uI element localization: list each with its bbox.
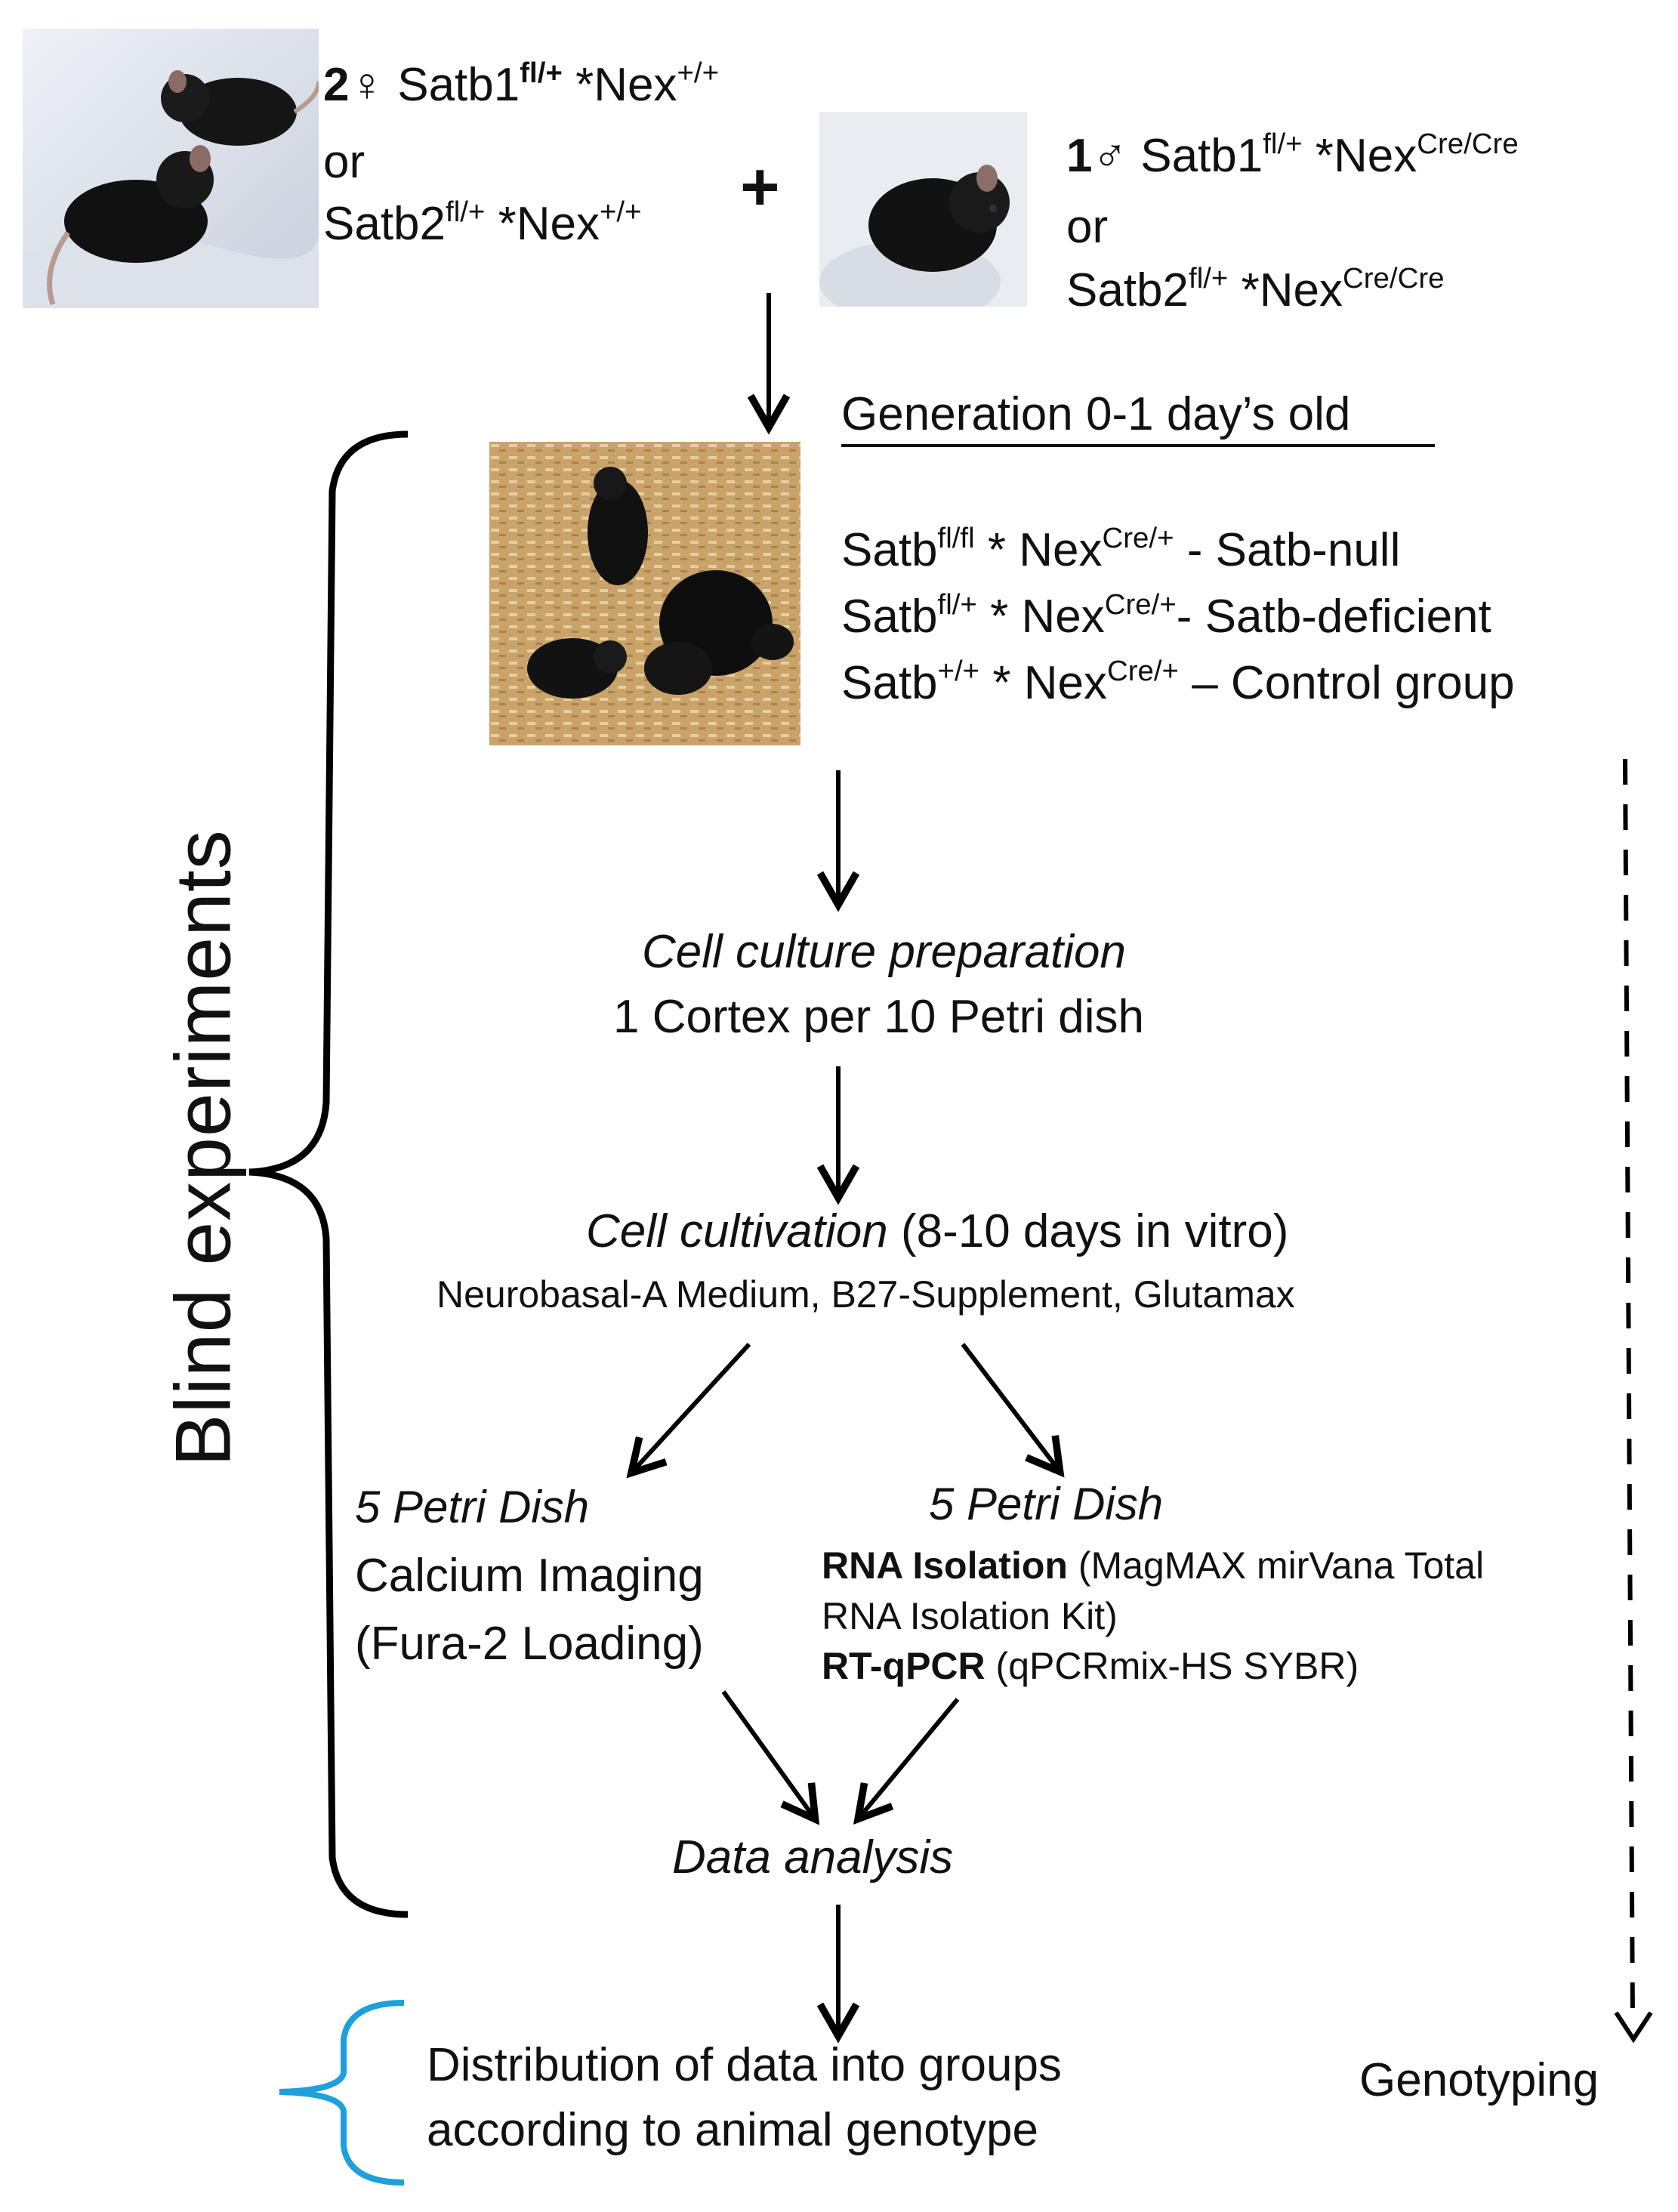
generation-title: Generation 0-1 day’s old: [841, 388, 1351, 440]
culture-prep-detail: 1 Cortex per 10 Petri dish: [613, 991, 1145, 1043]
female-allele-2: fl/+: [446, 196, 486, 229]
male-sep-1: *: [1302, 130, 1334, 182]
left-branch-line1: Calcium Imaging: [355, 1550, 704, 1602]
male-driver-allele-1: Cre/Cre: [1417, 128, 1519, 161]
distribution-line1: Distribution of data into groups: [427, 2039, 1062, 2091]
dashed-arrow-to-genotyping: [1623, 758, 1635, 2021]
blind-experiments-bracket: [248, 430, 409, 1918]
genotype-allele: fl/fl: [937, 522, 975, 555]
genotype-sep: *: [976, 591, 1022, 643]
right-branch-pcr: RT-qPCR (qPCRmix-HS SYBR): [822, 1645, 1359, 1687]
female-parent-line1: 2♀ Satb1fl/+ *Nex+/+: [323, 57, 720, 111]
genotype-gene: Satb: [841, 657, 938, 709]
arrow-cultivation-to-right-branch: [961, 1343, 1065, 1478]
genotype-sep: *: [974, 524, 1019, 576]
male-gene-1: Satb1: [1140, 130, 1263, 182]
genotype-label: - Satb-null: [1174, 524, 1401, 576]
male-parent-line1: 1♂ Satb1fl/+ *NexCre/Cre: [1066, 128, 1519, 182]
female-sep-2: *: [485, 198, 517, 250]
blind-experiments-label: Blind experiments: [159, 829, 248, 1467]
arrow-cultivation-to-left-branch: [626, 1342, 751, 1479]
cultivation-medium: Neurobasal-A Medium, B27-Supplement, Glu…: [436, 1273, 1295, 1316]
female-gene-2: Satb2: [323, 198, 446, 250]
genotype-gene: Satb: [841, 524, 938, 576]
male-driver-allele-2: Cre/Cre: [1342, 262, 1445, 295]
pups-photo: [489, 442, 800, 745]
distribution-bracket: [279, 2000, 405, 2186]
genotype-row-null: Satbfl/fl * NexCre/+ - Satb-null: [841, 522, 1401, 576]
female-symbol: ♀: [349, 59, 384, 111]
cultivation-title-line: Cell cultivation (8-10 days in vitro): [586, 1205, 1288, 1257]
parents-male-photo: [819, 112, 1027, 307]
female-allele-1: fl/+: [520, 57, 563, 90]
genotype-row-deficient: Satbfl/+ * NexCre/+- Satb-deficient: [841, 588, 1491, 643]
male-gene-2: Satb2: [1066, 264, 1189, 316]
genotype-driver-allele: Cre/+: [1106, 655, 1179, 688]
female-gene-1: Satb1: [397, 59, 520, 111]
distribution-line2: according to animal genotype: [427, 2104, 1038, 2156]
male-symbol: ♂: [1092, 130, 1127, 182]
arrow-right-branch-to-analysis: [853, 1698, 960, 1825]
genotype-driver: Nex: [1023, 657, 1107, 709]
cultivation-note: (8-10 days in vitro): [887, 1205, 1289, 1257]
right-branch-rna: RNA Isolation (MagMAX mirVana Total: [822, 1544, 1484, 1587]
data-analysis: Data analysis: [672, 1831, 954, 1883]
arrow-left-branch-to-analysis: [721, 1690, 820, 1825]
genotype-row-control: Satb+/+ * NexCre/+ – Control group: [841, 655, 1515, 709]
rna-isolation-label: RNA Isolation: [822, 1544, 1068, 1587]
genotype-driver: Nex: [1019, 524, 1103, 576]
genotype-driver-allele: Cre/+: [1102, 522, 1174, 555]
genotyping-label: Genotyping: [1359, 2054, 1599, 2106]
genotype-driver: Nex: [1021, 591, 1105, 643]
male-sep-2: *: [1228, 264, 1260, 316]
female-driver-2: Nex: [516, 198, 600, 250]
female-driver-allele-1: +/+: [677, 57, 720, 90]
parents-female-photo: [23, 29, 319, 308]
female-parent-or: or: [323, 136, 366, 188]
left-branch-line2: (Fura-2 Loading): [355, 1618, 704, 1670]
female-parent-line2: Satb2fl/+ *Nex+/+: [323, 196, 642, 250]
rt-qpcr-label: RT-qPCR: [822, 1645, 986, 1687]
male-parent-line2: Satb2fl/+ *NexCre/Cre: [1066, 264, 1444, 316]
male-driver-2: Nex: [1259, 264, 1343, 316]
male-allele-2: fl/+: [1189, 262, 1229, 295]
left-branch-title: 5 Petri Dish: [355, 1482, 590, 1532]
male-allele-1: fl/+: [1263, 128, 1303, 161]
rna-isolation-kit: (MagMAX mirVana Total: [1067, 1544, 1485, 1587]
male-driver-1: Nex: [1333, 130, 1417, 182]
female-count: 2: [323, 59, 350, 111]
genotype-gene: Satb: [841, 591, 938, 643]
female-driver-allele-2: +/+: [599, 196, 642, 229]
genotype-sep: *: [979, 657, 1024, 709]
right-branch-title: 5 Petri Dish: [929, 1479, 1164, 1529]
female-sep-1: *: [562, 59, 594, 111]
female-driver-1: Nex: [594, 59, 677, 111]
genotype-driver-allele: Cre/+: [1104, 588, 1177, 622]
dashed-arrow-head: [1614, 2011, 1653, 2044]
genotype-label: - Satb-deficient: [1176, 591, 1491, 643]
genotype-allele: +/+: [937, 655, 980, 688]
right-branch-rna-line2: RNA Isolation Kit): [822, 1595, 1118, 1637]
plus-sign: +: [740, 150, 780, 225]
rt-qpcr-mix: (qPCRmix-HS SYBR): [985, 1645, 1359, 1687]
male-parent-or: or: [1066, 201, 1109, 253]
culture-prep-title: Cell culture preparation: [642, 926, 1127, 978]
genotype-label: – Control group: [1179, 657, 1515, 709]
cultivation-title: Cell cultivation: [586, 1205, 888, 1257]
male-count: 1: [1066, 130, 1093, 182]
genotype-allele: fl/+: [937, 588, 977, 622]
